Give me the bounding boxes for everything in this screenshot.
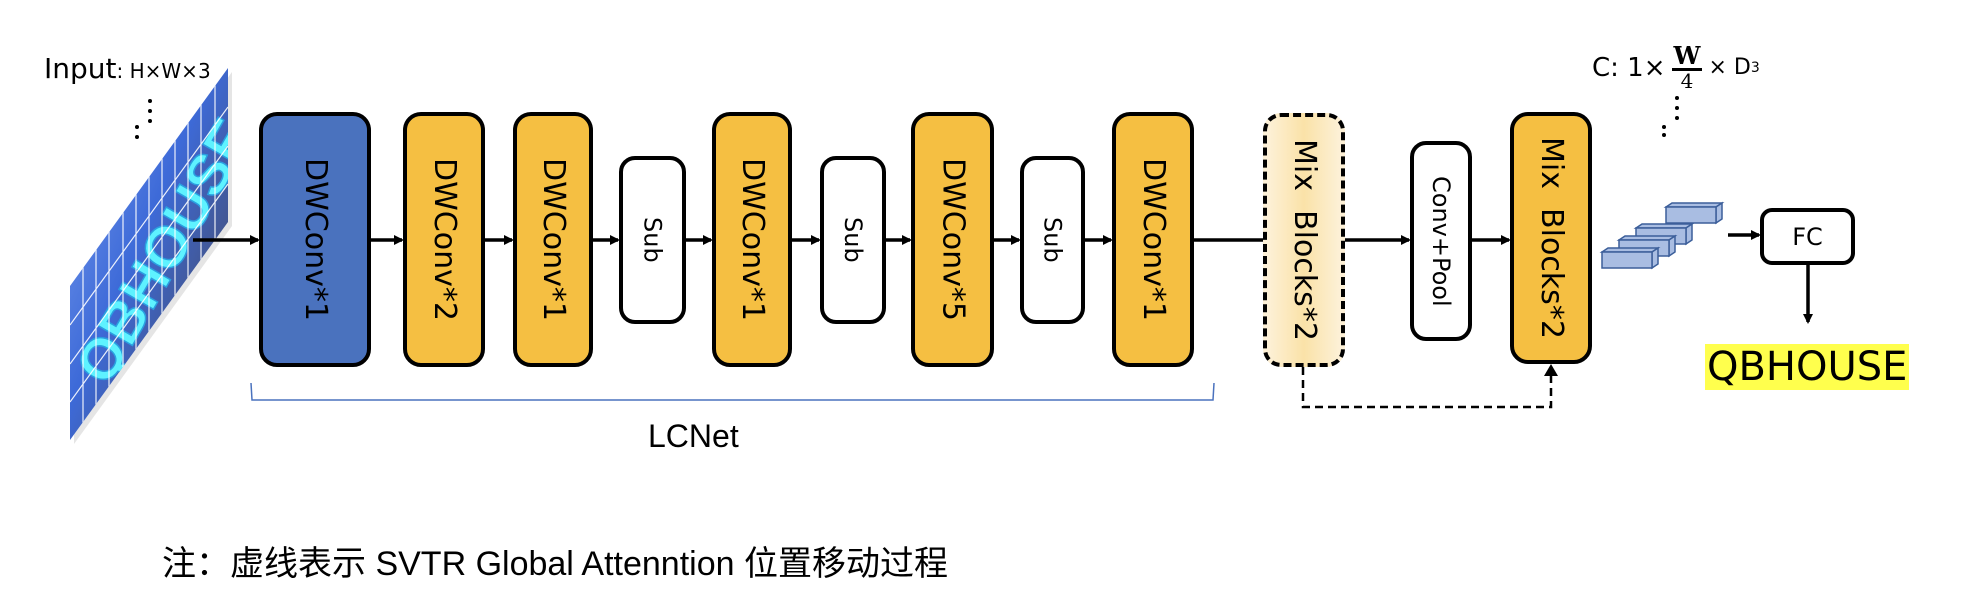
block-label: DWConv*1 <box>298 158 333 321</box>
block-label: Mix Blocks*2 <box>1287 139 1322 341</box>
input-image-text: QBHOUSE <box>63 108 266 394</box>
input-title: Input <box>44 52 117 85</box>
block-label: DWConv*1 <box>1136 158 1171 321</box>
block-dwconv-4[interactable]: DWConv*1 <box>712 112 792 367</box>
fraction-numerator: W <box>1671 41 1703 71</box>
block-label: Sub <box>638 217 667 263</box>
footnote: 注：虚线表示 SVTR Global Attenntion 位置移动过程 <box>162 545 948 583</box>
block-mix-blocks-dashed[interactable]: Mix Blocks*2 <box>1263 113 1345 367</box>
block-label: DWConv*2 <box>427 158 462 321</box>
block-dwconv-5[interactable]: DWConv*5 <box>911 112 994 367</box>
block-label: Mix Blocks*2 <box>1534 137 1569 339</box>
output-shape-suffix: × D <box>1708 55 1751 80</box>
block-dwconv-2[interactable]: DWConv*2 <box>403 112 485 367</box>
block-sub-2[interactable]: Sub <box>820 156 886 324</box>
block-mix-blocks[interactable]: Mix Blocks*2 <box>1510 112 1592 364</box>
lcnet-label: LCNet <box>648 418 739 454</box>
global-attention-dashed-path <box>1301 367 1553 409</box>
block-label: Conv+Pool <box>1427 175 1455 307</box>
block-label: DWConv*1 <box>536 158 571 321</box>
fc-label: FC <box>1792 222 1823 251</box>
input-image: QBHOUSE <box>63 68 266 444</box>
output-shape-subscript: 3 <box>1750 59 1760 76</box>
output-dots <box>1662 96 1679 137</box>
block-sub-1[interactable]: Sub <box>619 156 686 324</box>
output-shape-fraction: W 4 <box>1671 41 1703 93</box>
block-dwconv-1[interactable]: DWConv*1 <box>259 112 371 367</box>
block-conv-pool[interactable]: Conv+Pool <box>1410 141 1472 341</box>
flow-arrows <box>193 230 1813 324</box>
block-fc[interactable]: FC <box>1760 208 1855 265</box>
block-label: Sub <box>1038 217 1067 263</box>
dashed-arrowhead-icon <box>1544 364 1558 376</box>
input-label: Input: H×W×3 <box>44 52 211 85</box>
result-text: QBHOUSE <box>1705 344 1910 390</box>
input-shape: : H×W×3 <box>116 59 211 83</box>
block-sub-3[interactable]: Sub <box>1020 156 1085 324</box>
block-dwconv-6[interactable]: DWConv*1 <box>1112 112 1194 367</box>
fraction-denominator: 4 <box>1680 69 1694 93</box>
lcnet-bracket <box>250 382 1215 401</box>
block-label: DWConv*1 <box>735 158 770 321</box>
feature-map-stack <box>1599 201 1725 270</box>
block-label: Sub <box>839 217 867 263</box>
block-label: DWConv*5 <box>935 158 971 321</box>
output-shape-prefix: C: 1× <box>1592 52 1666 83</box>
block-dwconv-3[interactable]: DWConv*1 <box>513 112 593 367</box>
